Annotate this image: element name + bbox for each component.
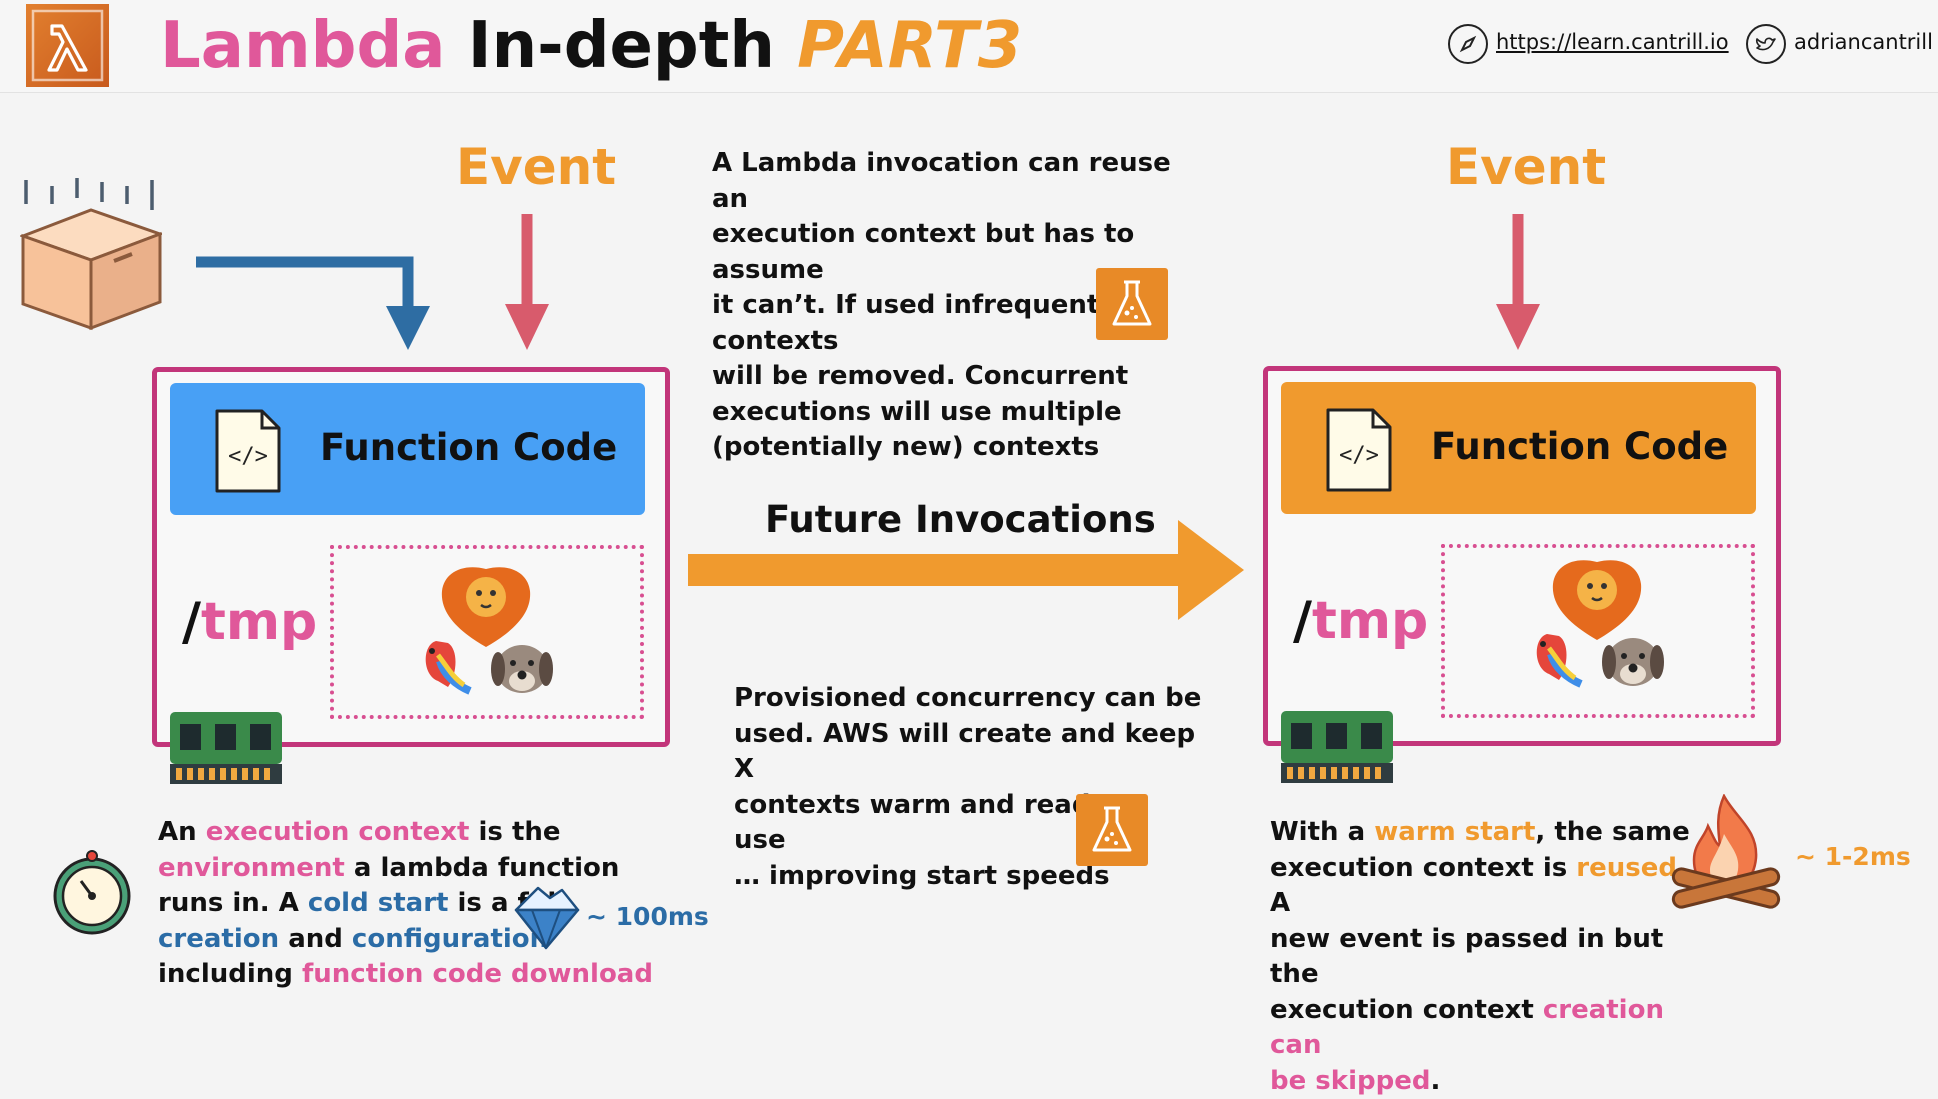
stopwatch-icon: [50, 850, 134, 936]
tmp-label-left: /tmp: [182, 592, 317, 652]
warm-text: , the same: [1535, 817, 1690, 847]
twitter-handle: adriancantrill: [1794, 30, 1933, 54]
red-arrow-icon: [504, 214, 550, 354]
page-title: Lambda In-depth PART3: [160, 6, 1022, 86]
event-label-left: Event: [456, 138, 617, 196]
cold-execution-context: execution context: [205, 817, 470, 847]
flask-icon: [1076, 794, 1148, 866]
cold-environment: environment: [158, 852, 345, 883]
text-line: execution context but has to assume: [712, 219, 1135, 285]
cold-text: and: [279, 923, 352, 954]
text-line: used. AWS will create and keep X: [734, 718, 1196, 785]
tmp-storage-right: [1441, 544, 1755, 718]
cold-start-term: cold start: [307, 888, 449, 918]
warm-text: execution context: [1270, 994, 1543, 1025]
cold-text: a lambda function: [344, 852, 620, 883]
warm-start-time: ~ 1-2ms: [1795, 842, 1911, 871]
warm-text: execution context is: [1270, 852, 1577, 883]
tmp-storage-left: [330, 545, 644, 719]
warm-be-skipped: be skipped: [1270, 1065, 1431, 1096]
cold-text: An: [158, 817, 206, 847]
warm-text: .: [1430, 1065, 1441, 1096]
text-line: Provisioned concurrency can be: [734, 683, 1202, 713]
cold-text: runs in. A: [158, 888, 308, 918]
flask-icon: [1096, 268, 1168, 340]
iceberg-icon: [512, 884, 580, 950]
text-line: … improving start speeds: [734, 860, 1110, 891]
tmp-word: tmp: [1312, 591, 1429, 651]
code-file-icon: </>: [214, 408, 282, 494]
blue-arrow-icon: [194, 250, 434, 360]
animals-icon: [1529, 558, 1665, 690]
title-indepth: In-depth: [467, 9, 775, 83]
tmp-slash: /: [1293, 591, 1312, 651]
memory-ram-icon: [1281, 711, 1393, 783]
function-code-label-right: Function Code: [1431, 425, 1729, 468]
svg-text:</>: </>: [1339, 443, 1379, 468]
lambda-logo-icon: [26, 4, 109, 87]
compass-icon: [1448, 24, 1488, 64]
future-invocations-label: Future Invocations: [765, 498, 1156, 541]
warm-reused: reused: [1576, 852, 1677, 883]
cold-configuration: configuration: [351, 923, 549, 954]
text-line: (potentially new) contexts: [712, 432, 1100, 462]
cold-text: is the: [469, 817, 561, 847]
reuse-explanation: A Lambda invocation can reuse an executi…: [712, 146, 1212, 466]
future-arrow-icon: [686, 518, 1246, 622]
text-line: it can’t. If used infrequently contexts: [712, 290, 1126, 356]
cold-start-description: An execution context is the environment …: [158, 815, 718, 993]
event-label-right: Event: [1446, 138, 1607, 196]
cold-text: including: [158, 959, 302, 989]
twitter-icon: [1746, 24, 1786, 64]
header-bar: [0, 0, 1938, 93]
tmp-label-right: /tmp: [1293, 591, 1428, 651]
animals-icon: [418, 565, 554, 697]
warm-text: With a: [1270, 817, 1375, 847]
tmp-word: tmp: [201, 592, 318, 652]
course-link[interactable]: https://learn.cantrill.io: [1496, 30, 1729, 54]
text-line: A Lambda invocation can reuse an: [712, 148, 1171, 214]
cold-creation: creation: [158, 923, 280, 954]
code-file-icon: </>: [1325, 407, 1393, 493]
red-arrow-icon: [1495, 214, 1541, 354]
cold-code-download: function code download: [301, 959, 653, 989]
warm-start-term: warm start: [1374, 817, 1536, 847]
svg-text:</>: </>: [228, 444, 268, 469]
campfire-icon: [1666, 793, 1784, 918]
cold-start-time: ~ 100ms: [586, 902, 709, 931]
box-icon: [18, 176, 165, 332]
tmp-slash: /: [182, 592, 201, 652]
warm-start-description: With a warm start, the same execution co…: [1270, 815, 1710, 1099]
memory-ram-icon: [170, 712, 282, 784]
warm-text: new event is passed in but the: [1270, 923, 1664, 990]
function-code-label-left: Function Code: [320, 426, 618, 469]
title-part3: PART3: [797, 9, 1023, 83]
text-line: will be removed. Concurrent: [712, 361, 1129, 391]
text-line: executions will use multiple: [712, 396, 1122, 427]
title-lambda: Lambda: [160, 9, 446, 83]
